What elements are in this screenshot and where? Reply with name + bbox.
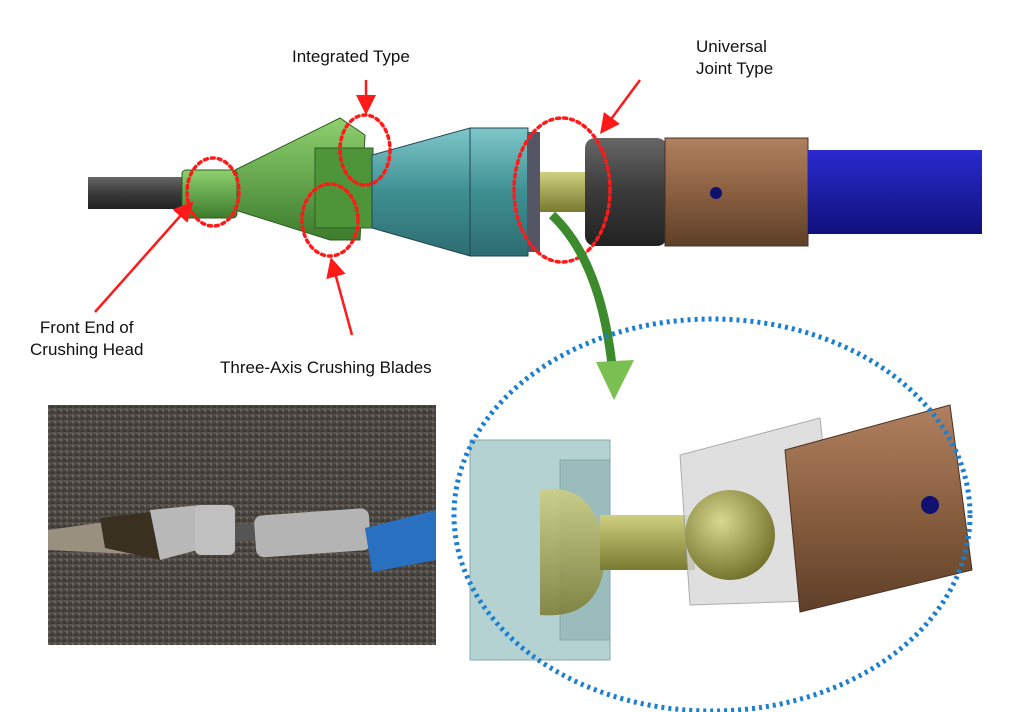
joint-shaft xyxy=(540,172,588,212)
universal-joint-line1: Universal xyxy=(696,37,767,56)
universal-joint-line2: Joint Type xyxy=(696,59,774,78)
front-end-line1: Front End of xyxy=(39,318,134,337)
joint-cap xyxy=(585,138,667,246)
joint-circle xyxy=(512,116,612,264)
blade-body xyxy=(314,147,374,229)
front-rod xyxy=(88,177,188,209)
blue-tube xyxy=(808,150,982,234)
teal-cone xyxy=(371,127,471,257)
joint-detail-view xyxy=(451,316,973,712)
zoom-arrow xyxy=(548,211,634,400)
teal-cylinder xyxy=(469,127,529,257)
sleeve-pin-hole xyxy=(710,187,722,199)
zoom-ellipse xyxy=(451,316,973,712)
integrated-type-label: Integrated Type xyxy=(292,47,410,66)
front-collar xyxy=(181,169,238,219)
front-end-circle xyxy=(185,156,241,228)
joint-plate xyxy=(527,132,540,252)
ball-joint xyxy=(685,490,775,580)
blades-circle xyxy=(300,182,360,258)
callout-arrows xyxy=(94,79,642,336)
prototype-photo xyxy=(48,405,436,645)
front-end-label: Front End of Crushing Head xyxy=(30,317,143,361)
integrated-circle xyxy=(338,113,392,187)
universal-joint-label: Universal Joint Type xyxy=(696,36,773,80)
brown-sleeve xyxy=(664,137,809,247)
front-end-line2: Crushing Head xyxy=(30,340,144,359)
callouts xyxy=(185,113,612,264)
three-axis-blades-label: Three-Axis Crushing Blades xyxy=(220,358,432,377)
crushing-head-model xyxy=(88,117,982,257)
